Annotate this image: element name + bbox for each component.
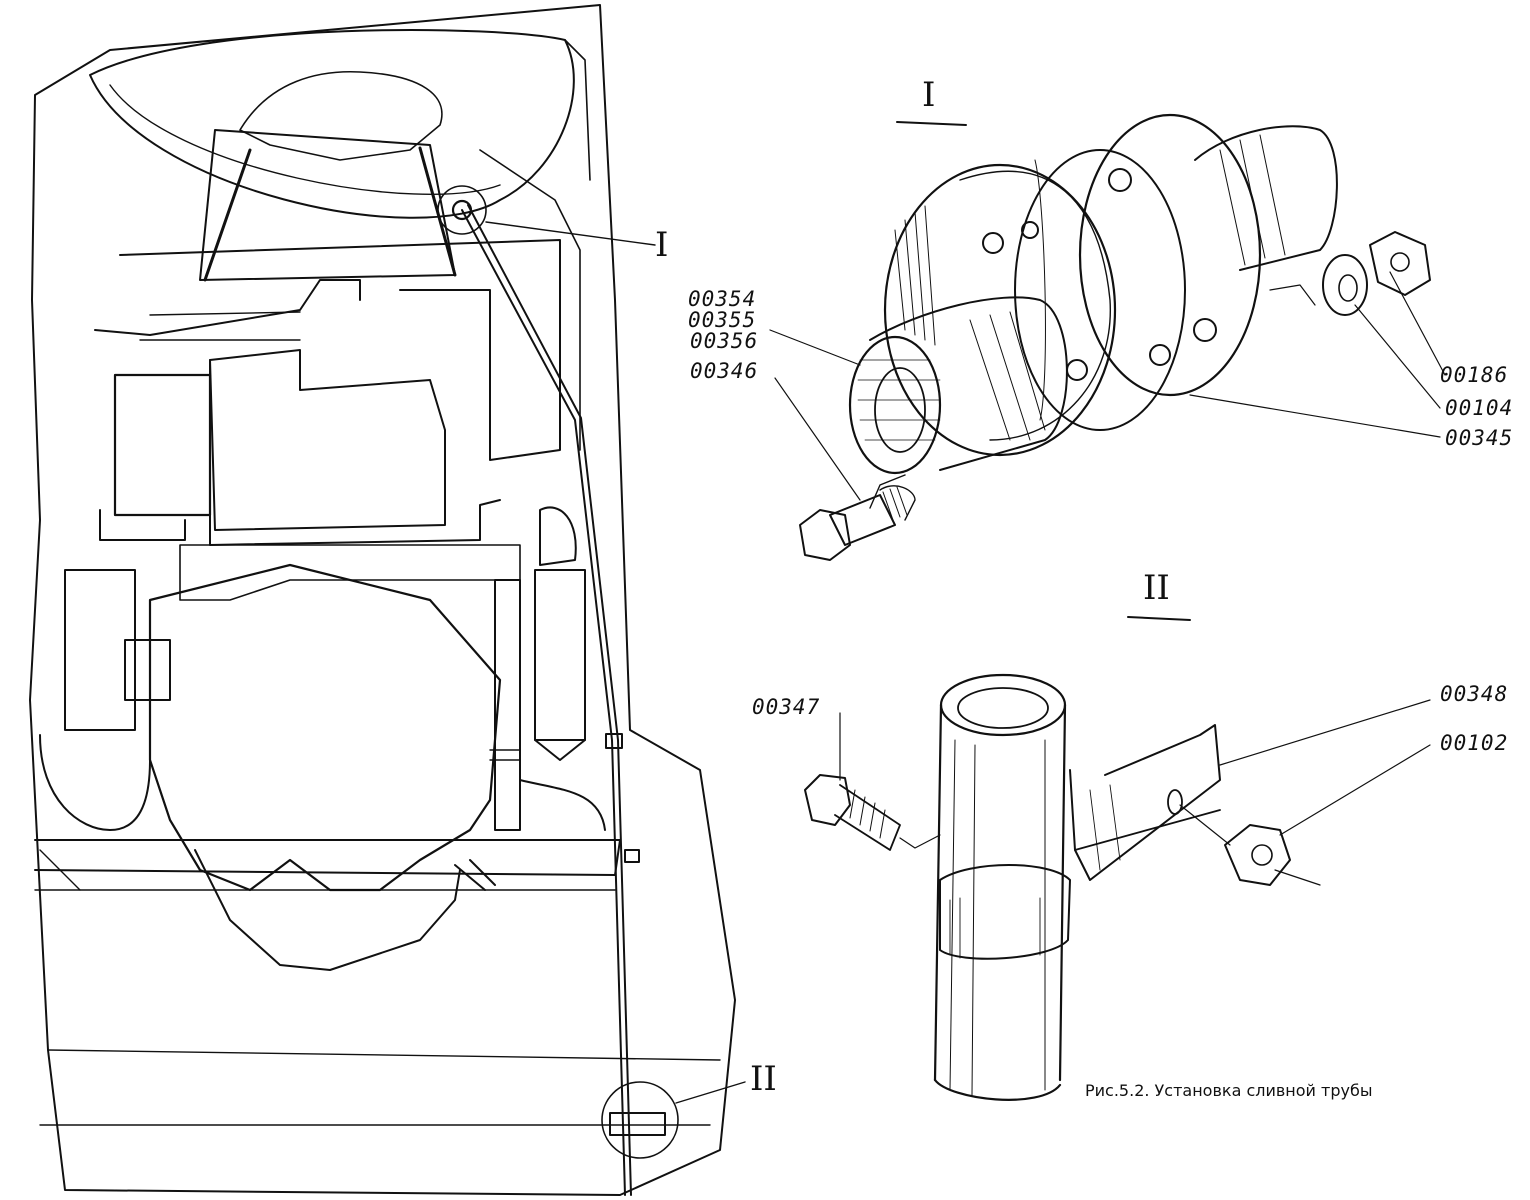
view-1-title: I <box>922 75 936 115</box>
part-label-00186: 00186 <box>1440 363 1509 387</box>
machine-overview <box>29 4 746 1196</box>
part-label-00355: 00355 <box>688 308 757 332</box>
detail-view-1 <box>769 113 1446 561</box>
view-2-marker: II <box>750 1059 777 1099</box>
detail-view-2 <box>804 616 1431 1101</box>
part-label-00102: 00102 <box>1440 731 1509 755</box>
view-1-marker: I <box>655 225 669 265</box>
part-label-00345: 00345 <box>1445 426 1514 450</box>
part-label-00348: 00348 <box>1440 682 1509 706</box>
view-2-title: II <box>1143 568 1170 608</box>
part-label-00104: 00104 <box>1445 396 1514 420</box>
part-label-00347: 00347 <box>752 695 821 719</box>
part-label-00356: 00356 <box>690 329 759 353</box>
part-label-00346: 00346 <box>690 359 759 383</box>
figure-caption: Рис.5.2. Установка сливной трубы <box>1085 1081 1373 1100</box>
part-label-00354: 00354 <box>688 287 757 311</box>
